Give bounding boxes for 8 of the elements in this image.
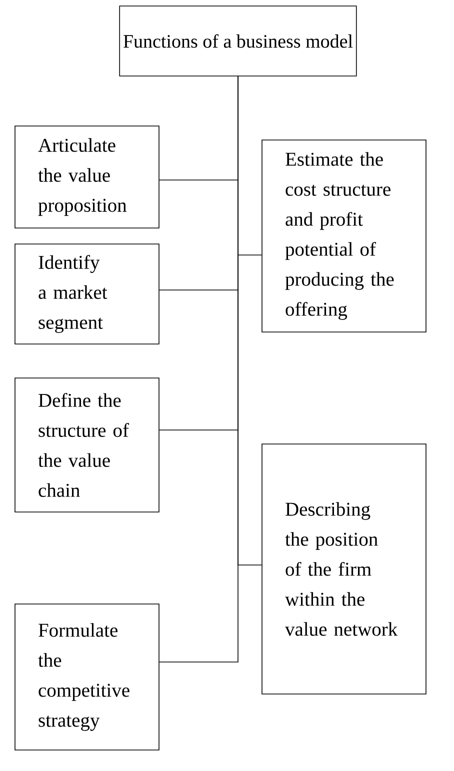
connector-line — [159, 76, 238, 662]
text-box: Articulate the value proposition — [14, 126, 160, 228]
text-box: Identify a market segment — [14, 244, 160, 344]
text-box: Define the structure of the value chain — [14, 378, 160, 512]
text-box: Describing the position of the firm within the value network — [262, 444, 426, 694]
text-box: Estimate the cost structure and profit potential of producing the offering — [262, 140, 426, 332]
text-box: Functions of a business model — [119, 6, 357, 76]
text-box: Formulate the competitive strategy — [14, 604, 160, 750]
